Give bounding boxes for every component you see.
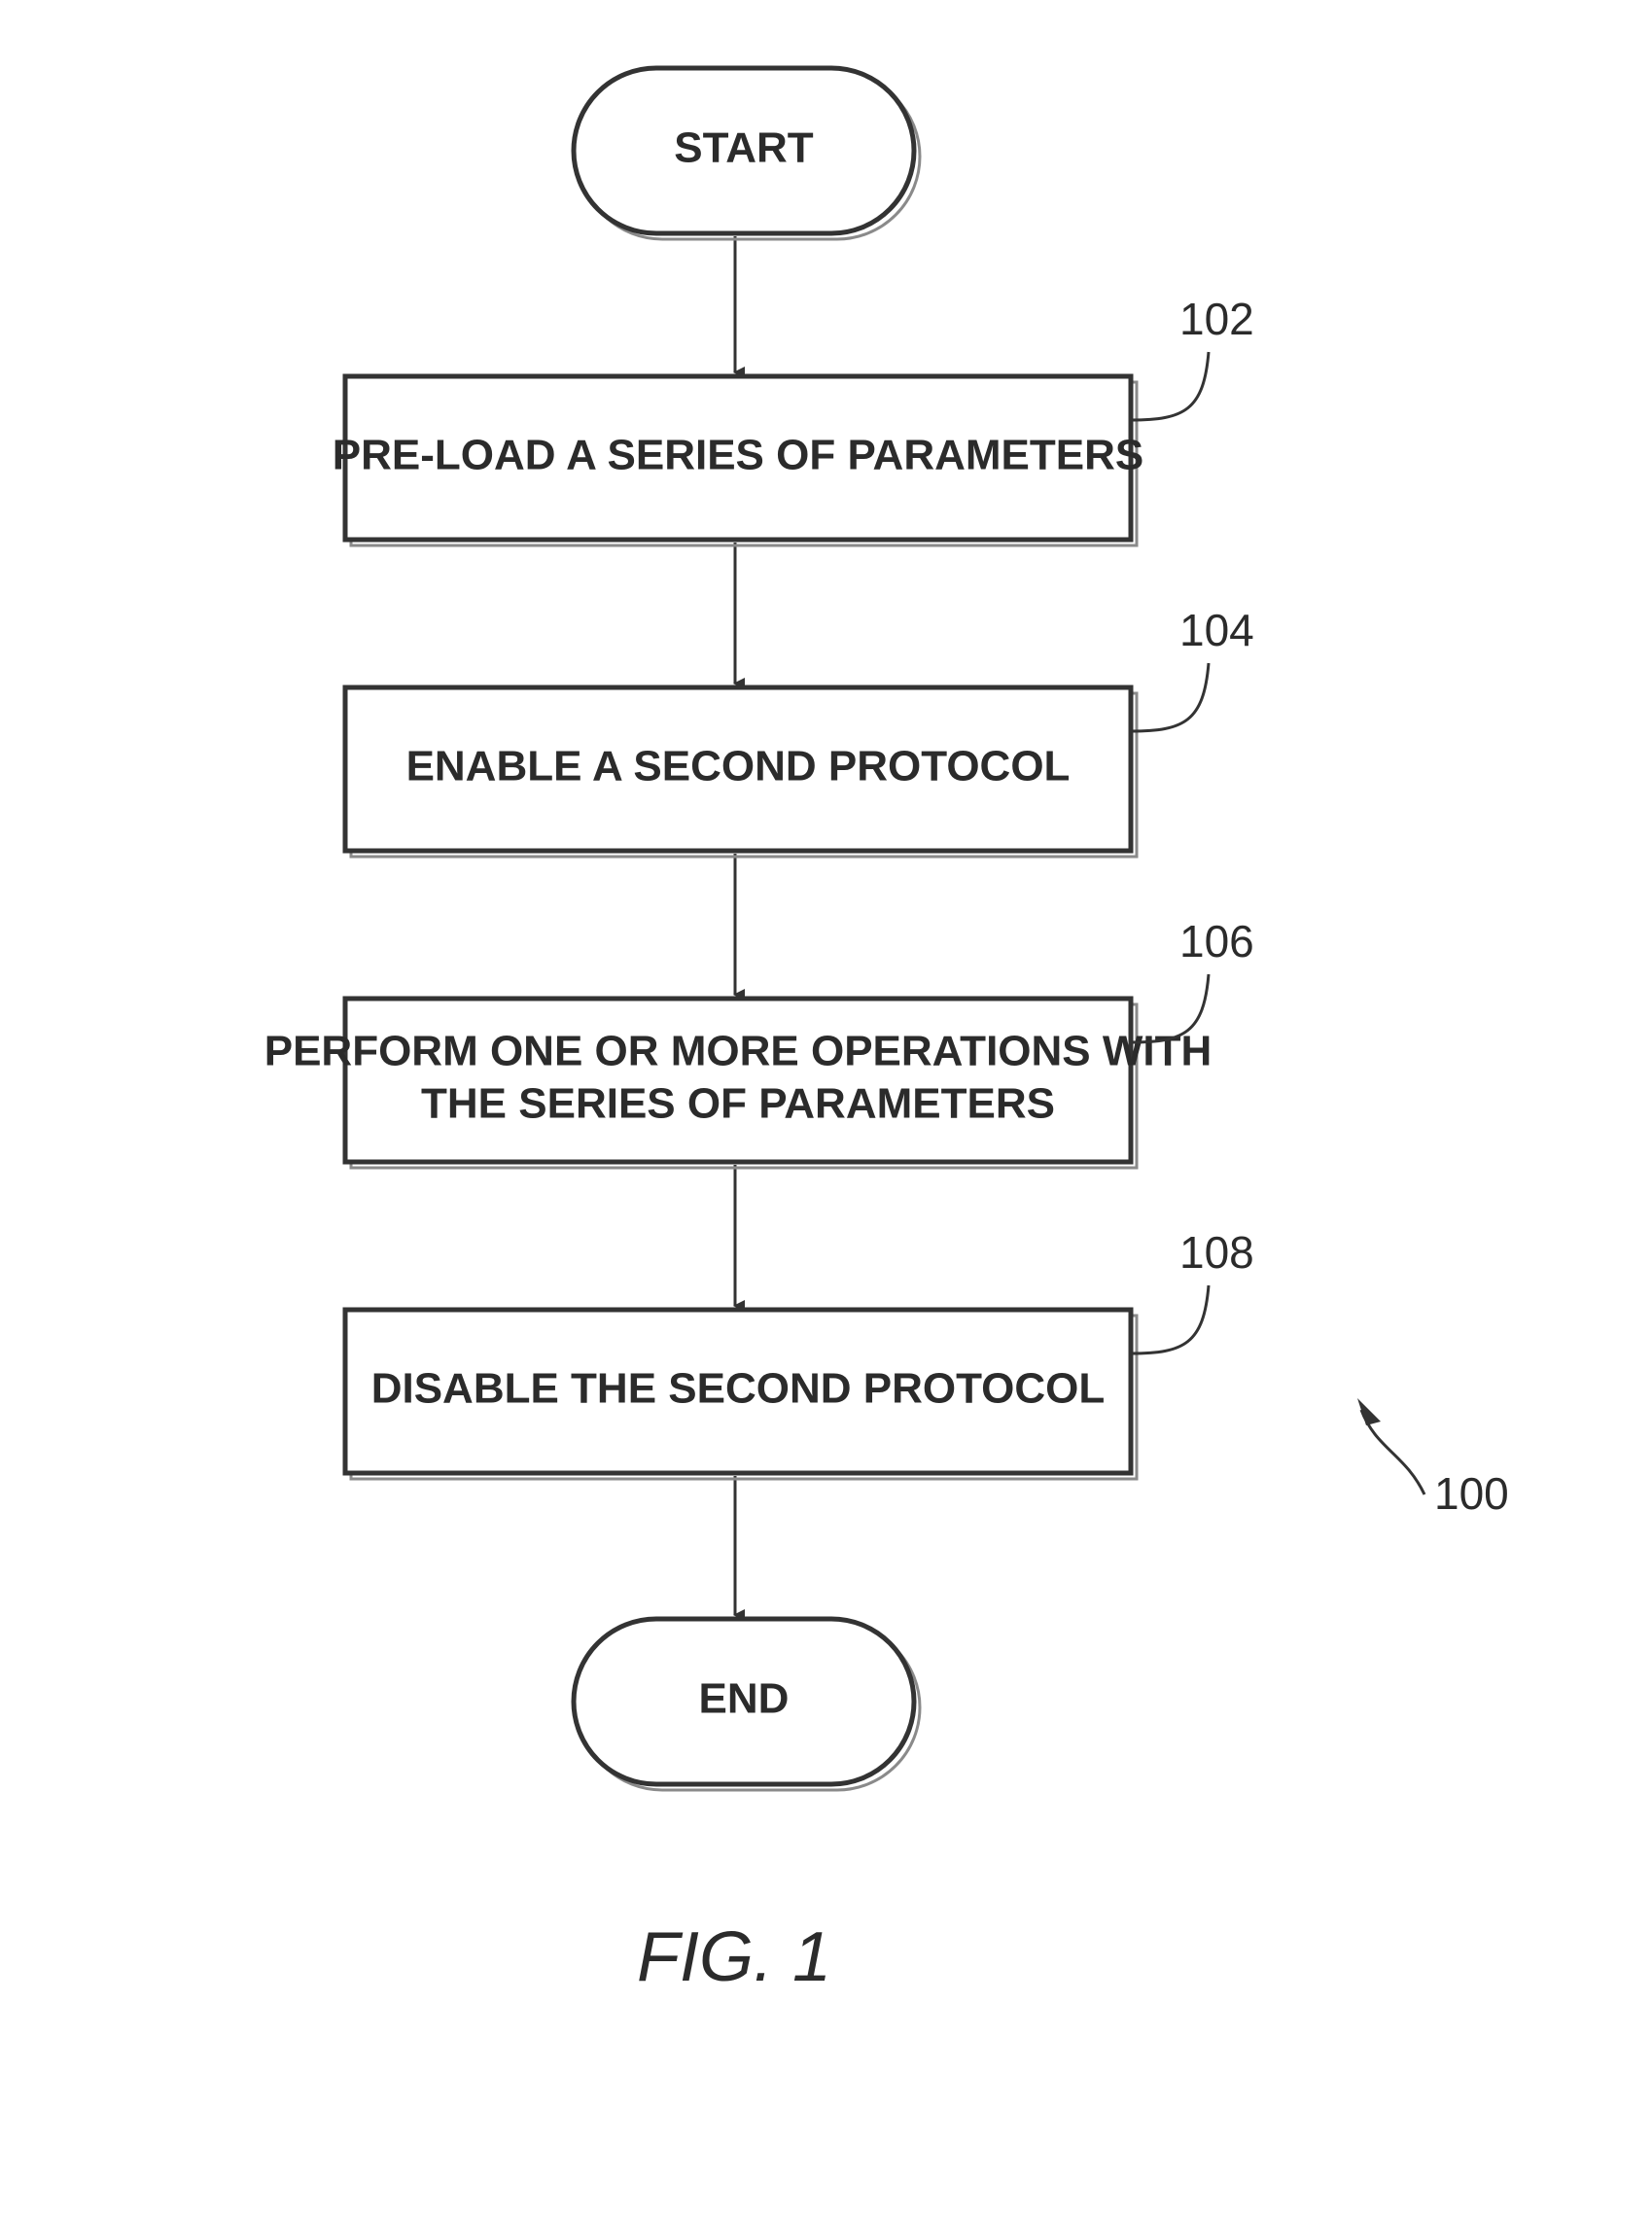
ref-number-106: 106 (1179, 916, 1254, 966)
figure-caption: FIG. 1 (637, 1918, 831, 1996)
node-end: END (574, 1619, 920, 1790)
node-start: START (574, 68, 920, 239)
ref-leader-102 (1131, 352, 1209, 420)
nodes: START PRE-LOAD A SERIES OF PARAMETERS ENAB… (264, 68, 1213, 1790)
figure-reference-number: 100 (1434, 1468, 1509, 1519)
node-step106: PERFORM ONE OR MORE OPERATIONS WITH THE S… (264, 999, 1213, 1168)
ref-number-108: 108 (1179, 1227, 1254, 1278)
node-label-line: DISABLE THE SECOND PROTOCOL (371, 1365, 1106, 1413)
node-label-line: START (674, 124, 814, 172)
node-label-line: ENABLE A SECOND PROTOCOL (406, 743, 1071, 790)
node-label-line: PERFORM ONE OR MORE OPERATIONS WITH (264, 1028, 1213, 1075)
node-step108: DISABLE THE SECOND PROTOCOL (345, 1310, 1137, 1479)
node-step104: ENABLE A SECOND PROTOCOL (345, 687, 1137, 857)
ref-number-104: 104 (1179, 605, 1254, 655)
node-step102: PRE-LOAD A SERIES OF PARAMETERS (333, 376, 1143, 545)
node-label-line: END (699, 1675, 790, 1723)
node-label-line: PRE-LOAD A SERIES OF PARAMETERS (333, 432, 1143, 479)
reference-labels: 102 104 106 108 (1131, 294, 1254, 1353)
ref-number-102: 102 (1179, 294, 1254, 344)
figure-reference: 100 (1357, 1398, 1509, 1519)
node-label-line: THE SERIES OF PARAMETERS (421, 1080, 1055, 1128)
ref-leader-108 (1131, 1285, 1209, 1353)
ref-leader-104 (1131, 663, 1209, 731)
